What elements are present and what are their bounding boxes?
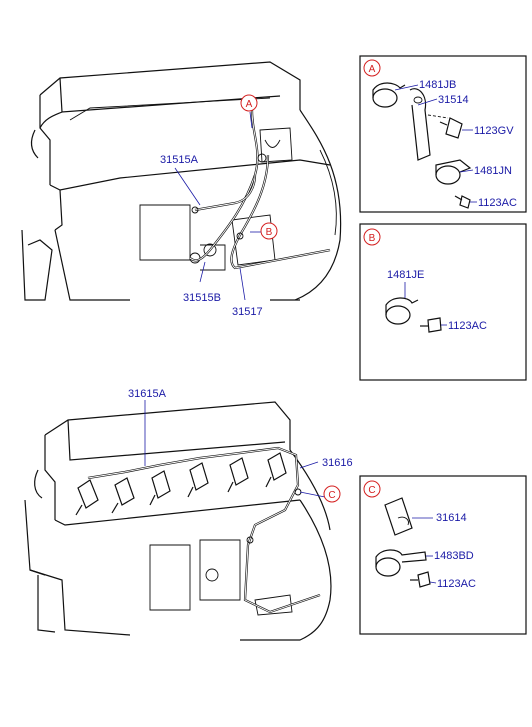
box-b-ref-marker [363, 228, 381, 246]
box-c-ref: C [368, 485, 375, 496]
box-a-parts-drawing [372, 82, 472, 209]
callout-a-ref: A [246, 99, 253, 110]
box-c-parts-drawing [375, 497, 431, 588]
box-a-part-3: 1123GV [474, 125, 514, 137]
box-a-part-5: 1123AC [478, 197, 517, 209]
callout-a-marker [240, 94, 258, 112]
label-31616: 31616 [322, 457, 353, 469]
box-c-part-3: 1123AC [437, 578, 476, 590]
box-b-parts-drawing [385, 297, 442, 333]
box-a-part-4: 1481JN [474, 165, 512, 177]
box-b-part-1: 1481JE [387, 269, 424, 281]
detail-box-a [359, 55, 527, 213]
callout-c-ref: C [328, 490, 335, 501]
detail-box-b [359, 223, 527, 381]
label-31515a: 31515A [160, 154, 199, 166]
callout-b-marker [260, 222, 278, 240]
box-a-part-2: 31514 [438, 94, 469, 106]
label-31517: 31517 [232, 306, 263, 318]
callout-b-ref: B [266, 227, 273, 238]
label-31615a: 31615A [128, 388, 167, 400]
box-b-ref: B [369, 233, 376, 244]
bottom-engine-drawing [24, 401, 332, 641]
callout-c-marker [323, 485, 341, 503]
label-31515b: 31515B [183, 292, 221, 304]
box-c-part-2: 1483BD [434, 550, 474, 562]
box-a-ref-marker [363, 59, 381, 77]
box-b-part-2: 1123AC [448, 320, 487, 332]
detail-box-c [359, 475, 527, 635]
box-a-part-1: 1481JB [419, 79, 456, 91]
box-a-ref: A [369, 64, 376, 75]
box-c-part-1: 31614 [436, 512, 467, 524]
box-c-ref-marker [363, 480, 381, 498]
top-engine-drawing [21, 61, 342, 301]
